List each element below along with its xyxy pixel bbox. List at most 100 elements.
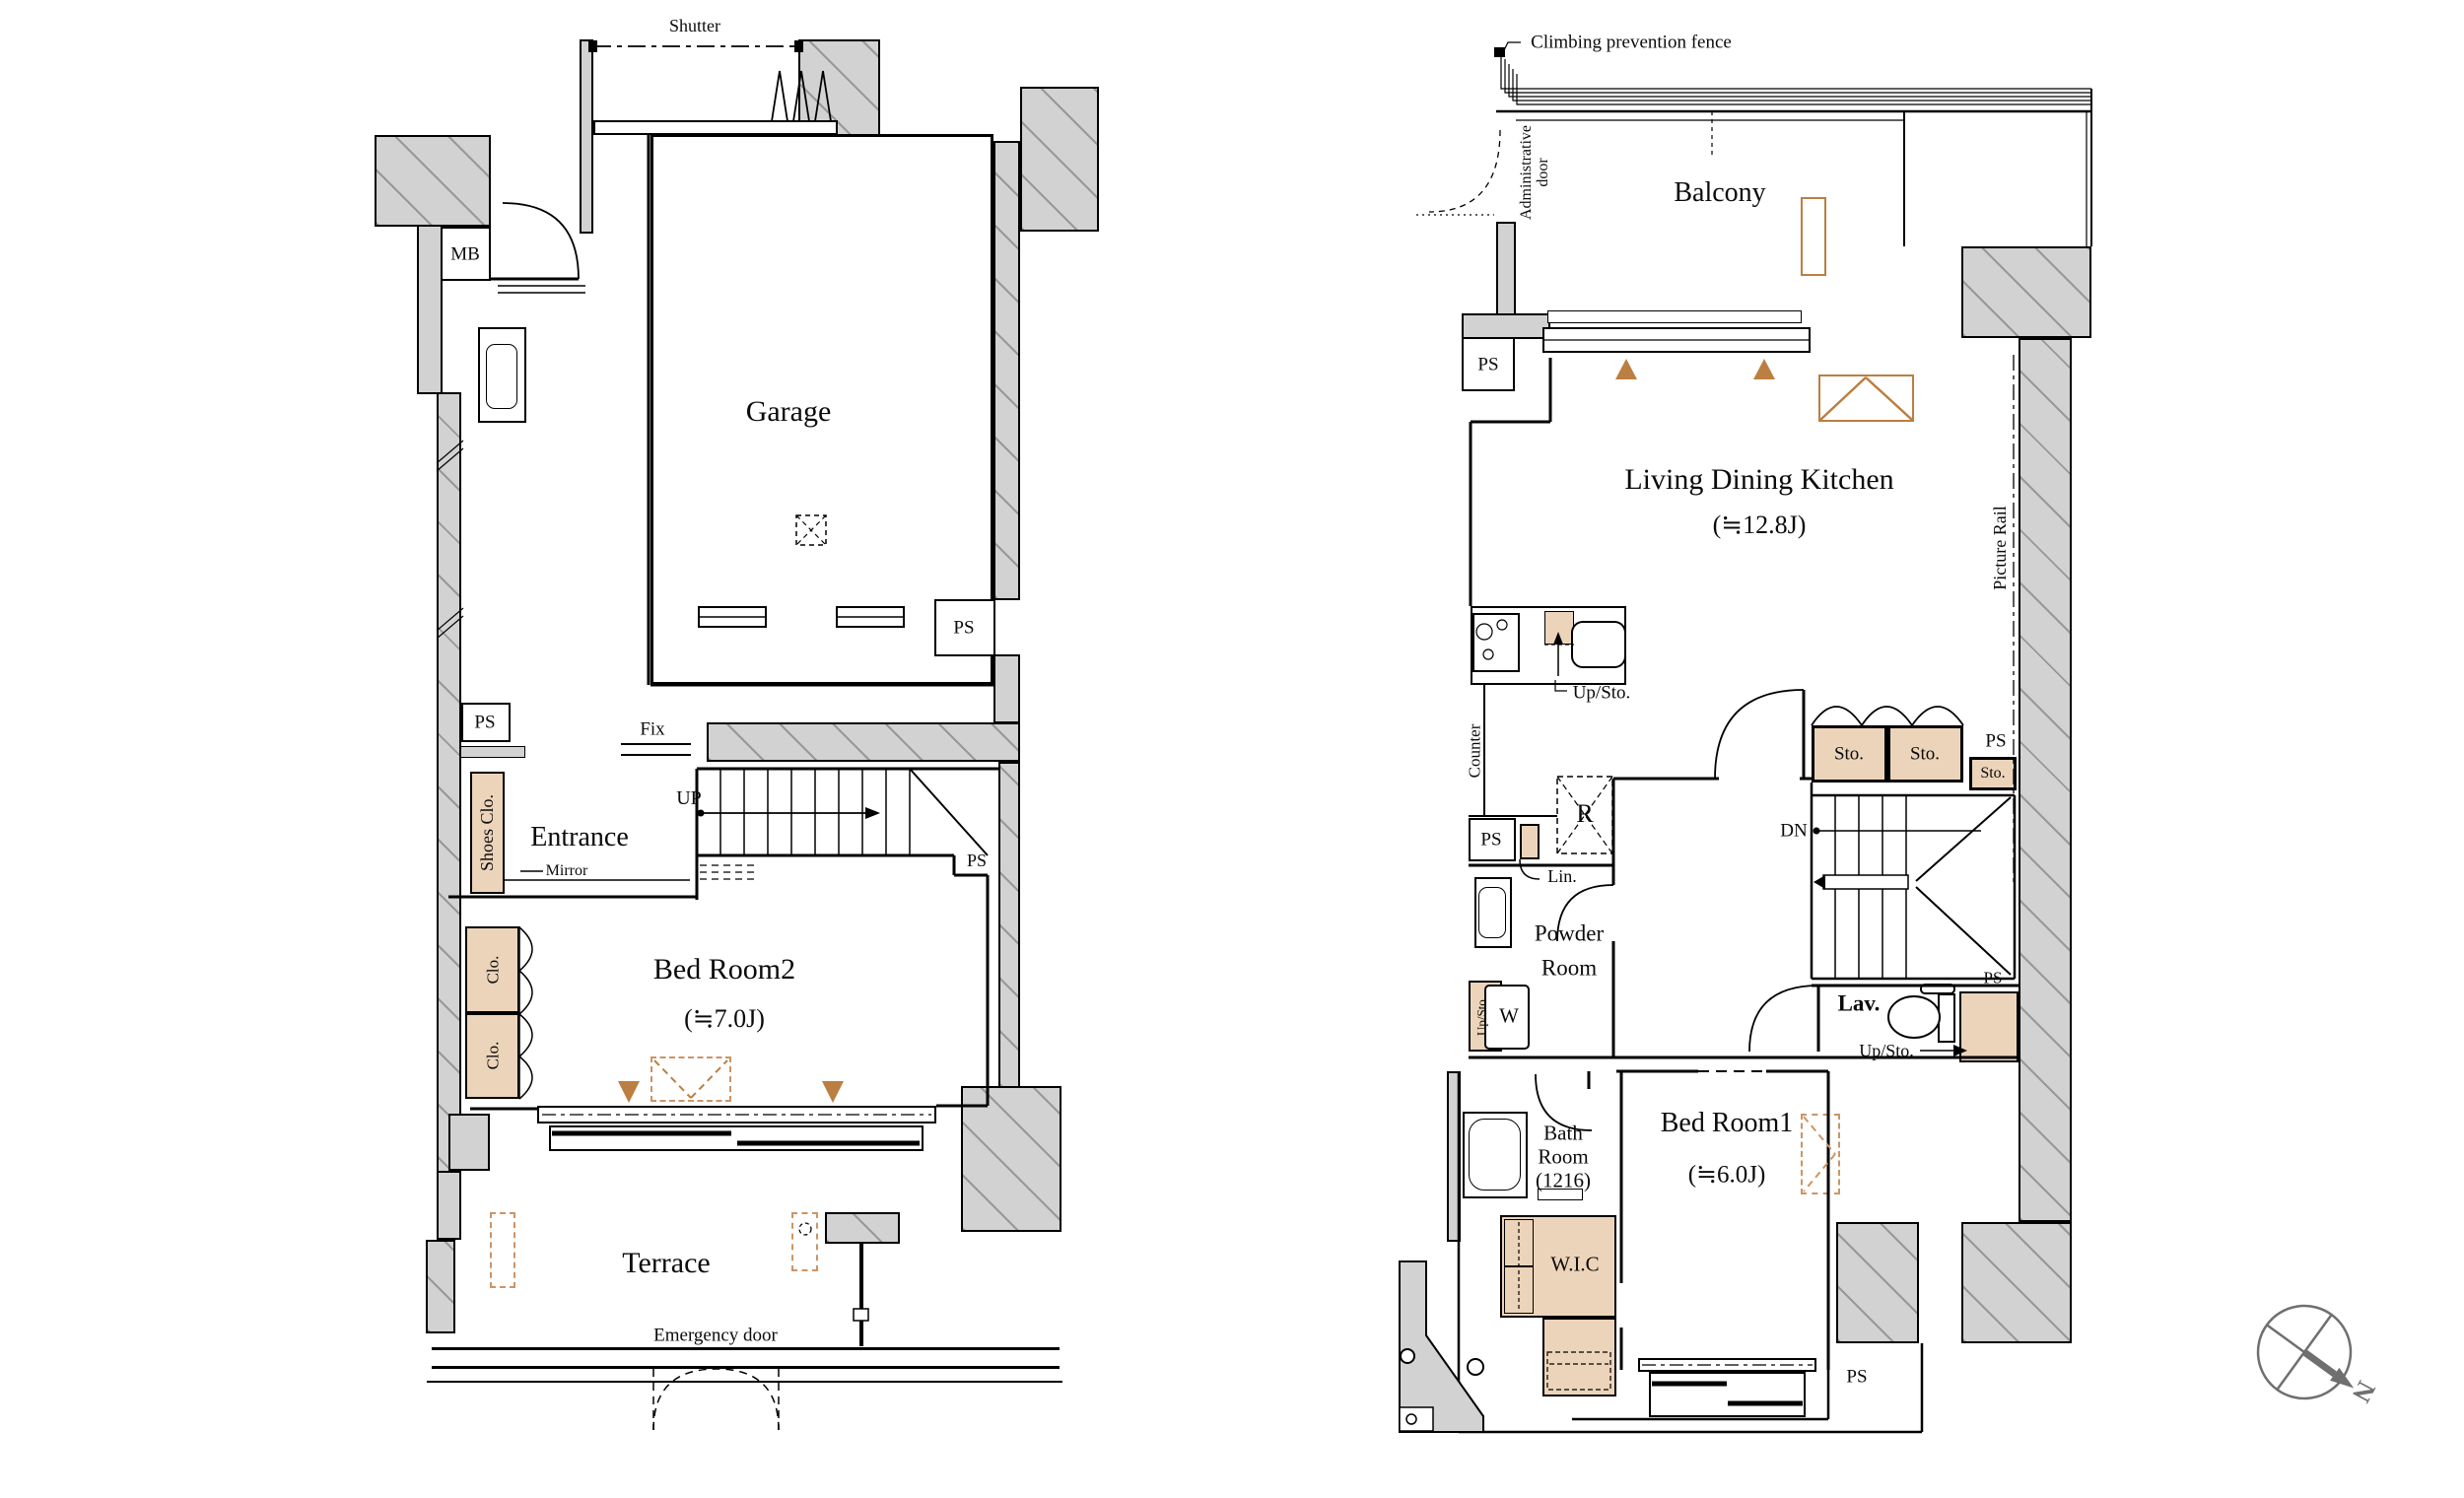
upsto-kitchen-label: Up/Sto. (1572, 682, 1631, 704)
ldk-size-label: (≒12.8J) (1712, 511, 1807, 539)
wall-segment (417, 225, 443, 394)
balcony-label: Balcony (1674, 177, 1766, 208)
wall-segment (437, 1171, 461, 1240)
entrance-label: Entrance (530, 822, 629, 852)
garage-room (650, 134, 993, 685)
bedroom1-size-label: (≒6.0J) (1687, 1161, 1766, 1189)
washer-label: W (1499, 1003, 1519, 1028)
dn-label: DN (1780, 820, 1808, 842)
admin-door-label-line1: Administrative (1518, 125, 1535, 220)
kitchen-sink (1571, 621, 1626, 668)
wall-segment (1961, 246, 2091, 338)
admin-door-label-line2: door (1535, 158, 1551, 187)
emergency-door-label: Emergency door (653, 1325, 778, 1346)
ps-label: PS (474, 712, 496, 733)
north-compass-icon (2256, 1304, 2355, 1400)
ps-label: PS (1985, 730, 2007, 752)
floor2-linework (1399, 41, 2092, 1434)
picture-rail-label: Picture Rail (1990, 506, 2010, 590)
closet-box (465, 926, 519, 1013)
wall-segment (993, 654, 1020, 723)
linen-label: Lin. (1547, 866, 1577, 886)
ps-shaft-entrance (461, 703, 511, 742)
powder-room-label-line2: Room (1540, 955, 1598, 981)
ps-shaft-mid (1469, 818, 1516, 861)
east-wall (2019, 338, 2072, 1222)
shutter-label: Shutter (669, 16, 720, 35)
floor1-linework (427, 40, 1062, 1431)
mirror-label: Mirror (545, 862, 588, 879)
aircon-outline-bedroom1 (1801, 1114, 1840, 1194)
wall-segment (993, 141, 1020, 600)
terrace-label: Terrace (622, 1247, 711, 1279)
garage-label: Garage (745, 395, 832, 428)
closet-box (465, 1013, 519, 1099)
wic-area-lower (1542, 1318, 1616, 1396)
closet-label: Clo. (483, 1041, 503, 1070)
storage-small-label: Sto. (1980, 765, 2006, 782)
entrance-sill (460, 746, 525, 758)
ps-shaft-garage (934, 599, 995, 656)
mb-label: MB (450, 243, 480, 265)
lavatory-label: Lav. (1837, 990, 1881, 1016)
balcony-unit-outline (1801, 197, 1826, 276)
ps-label: PS (953, 617, 975, 639)
fix-label: Fix (640, 718, 665, 740)
ps-label: PS (1983, 968, 2003, 987)
wic-label: W.I.C (1550, 1252, 1600, 1276)
stove (1472, 613, 1520, 672)
bedroom1-window (1649, 1372, 1806, 1417)
aircon-outline-bedroom2 (650, 1056, 731, 1102)
wall-segment (1961, 1222, 2072, 1343)
ps-label: PS (1477, 354, 1499, 375)
storage-box-small (1969, 757, 2017, 790)
wall-segment (998, 762, 1020, 1088)
upsto-lav-label: Up/Sto. (1859, 1041, 1914, 1060)
shoes-closet (470, 772, 505, 894)
bathtub-inner (1469, 1119, 1521, 1191)
counter-label: Counter (1465, 723, 1484, 779)
storage-label: Sto. (1833, 743, 1865, 765)
refrigerator-label: R (1576, 799, 1594, 828)
terrace-planter (490, 1212, 515, 1288)
washing-machine (1484, 985, 1530, 1050)
ps-label: PS (966, 851, 988, 870)
ps-shaft-balcony (1462, 337, 1515, 391)
up-label: UP (676, 787, 702, 809)
wall-segment (961, 1086, 1061, 1232)
bath-counter (1538, 1189, 1583, 1200)
bedroom2-label: Bed Room2 (652, 953, 796, 986)
linen-closet (1520, 824, 1540, 859)
wall-segment (825, 1212, 900, 1244)
garage-lintel (593, 120, 838, 135)
closet-label: Clo. (483, 955, 503, 985)
wall-segment (1020, 87, 1099, 232)
bedroom2-size-label: (≒7.0J) (684, 1004, 765, 1033)
vanity-basin (1478, 887, 1506, 938)
shoes-closet-label: Shoes Clo. (477, 793, 497, 872)
wall-segment (437, 392, 461, 1214)
storage-box (1887, 725, 1963, 783)
mb-box (441, 227, 491, 281)
wall-segment (1836, 1222, 1919, 1343)
upsto-strip-lav (1959, 991, 2019, 1062)
shutter-pocket-wall (580, 39, 593, 234)
duct-inner (486, 344, 517, 409)
ps-label: PS (1846, 1366, 1868, 1388)
bedroom2-window (549, 1125, 924, 1151)
terrace-south-wall (432, 1347, 1060, 1369)
bedroom1-label: Bed Room1 (1660, 1108, 1794, 1138)
ldk-label: Living Dining Kitchen (1624, 463, 1894, 496)
wall-segment (375, 135, 491, 227)
upsto-powder-label: Up/Sto. (1473, 995, 1489, 1037)
aircon-outline-ldk (1818, 374, 1914, 422)
terrace-planter (791, 1212, 818, 1271)
ps-label: PS (1480, 829, 1502, 851)
wall-segment (707, 722, 1020, 762)
powder-room-label-line1: Powder (1534, 920, 1605, 946)
storage-label: Sto. (1909, 743, 1941, 765)
balcony-window-track (1547, 310, 1802, 323)
wall-segment (448, 1114, 490, 1171)
